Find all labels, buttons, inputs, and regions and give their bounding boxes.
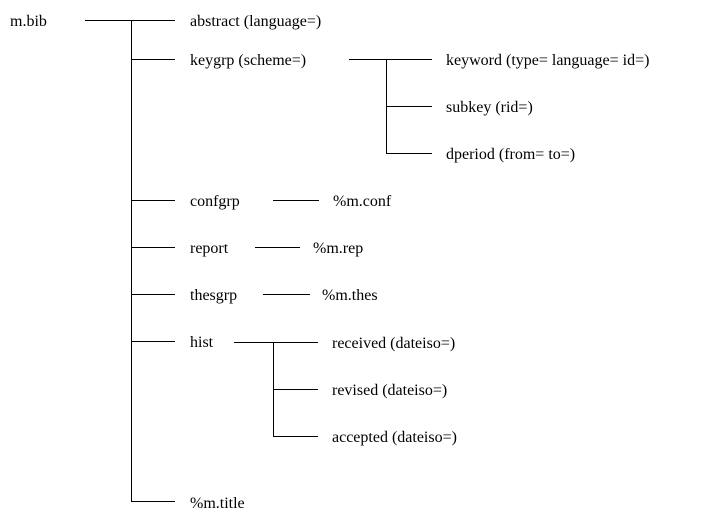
node-hist: hist: [190, 334, 214, 351]
node-accepted: accepted (dateiso=): [332, 429, 457, 446]
node-keygrp: keygrp (scheme=): [190, 52, 306, 69]
node-subkey: subkey (rid=): [446, 99, 533, 116]
node-dperiod: dperiod (from= to=): [446, 146, 575, 163]
connectors: [85, 20, 432, 502]
node-abstract: abstract (language=): [190, 13, 321, 30]
node-revised: revised (dateiso=): [332, 382, 447, 399]
node-report: report: [190, 240, 229, 257]
node-labels: m.bib abstract (language=) keygrp (schem…: [10, 13, 649, 512]
node-thesgrp: thesgrp: [190, 287, 237, 304]
node-received: received (dateiso=): [332, 335, 455, 352]
node-root: m.bib: [10, 13, 47, 30]
node-confgrp: confgrp: [190, 193, 240, 210]
node-ref-conf: %m.conf: [333, 193, 392, 210]
node-keyword: keyword (type= language= id=): [446, 52, 649, 69]
node-mtitle: %m.title: [190, 495, 245, 512]
node-ref-thes: %m.thes: [322, 287, 378, 304]
node-ref-rep: %m.rep: [313, 240, 363, 257]
